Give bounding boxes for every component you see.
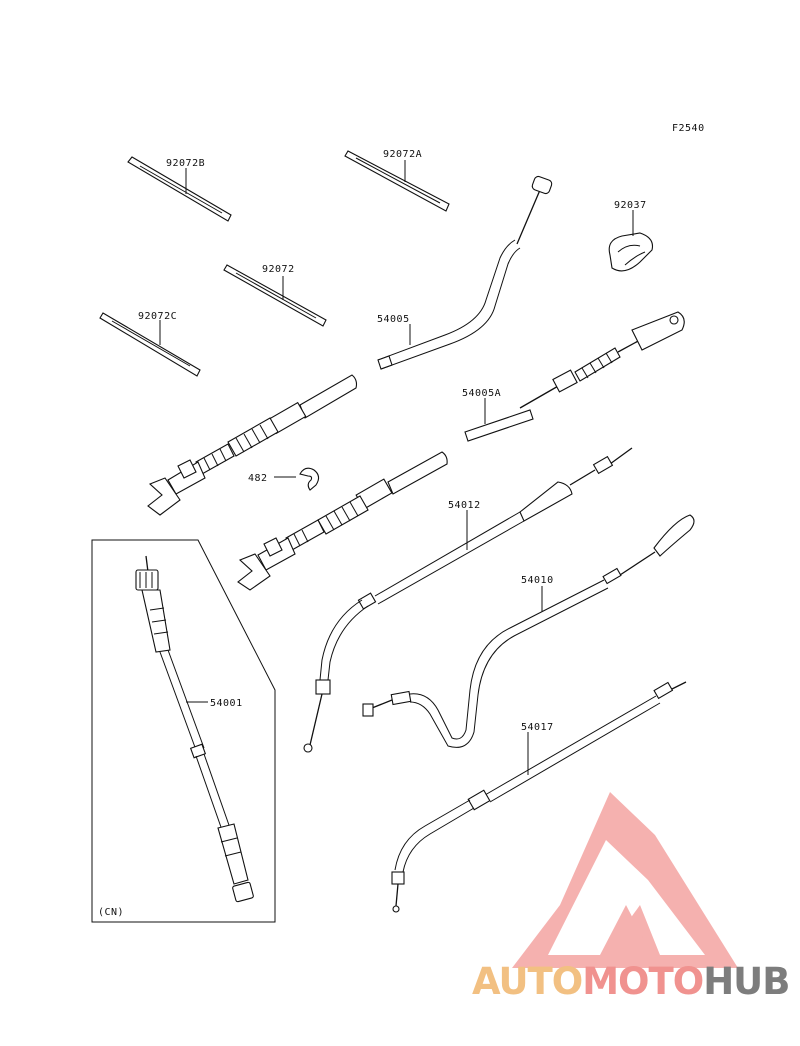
label-54005: 54005 [377, 314, 410, 325]
part-clevis-cable [519, 311, 685, 409]
figure-code: F2540 [672, 123, 705, 134]
label-54001: 54001 [210, 698, 243, 709]
label-92072c: 92072C [138, 311, 177, 322]
part-54012-cable [303, 447, 633, 753]
label-54017: 54017 [521, 722, 554, 733]
part-throttle-cable-upper [147, 374, 358, 516]
region-box [91, 539, 276, 923]
region-label: (CN) [98, 907, 124, 918]
label-482: 482 [248, 473, 268, 484]
part-54005-sleeve [377, 175, 553, 370]
part-482-circlip [299, 467, 320, 491]
part-54010-cable [362, 514, 695, 748]
label-54012: 54012 [448, 500, 481, 511]
part-92072-strap [223, 264, 327, 327]
label-54010: 54010 [521, 575, 554, 586]
part-throttle-cable-lower [237, 451, 448, 591]
watermark-logo-icon [512, 792, 738, 968]
part-92072c-strap [99, 312, 201, 377]
watermark-brand-text: AUTOMOTOHUB [472, 960, 792, 1004]
part-92072a-strap [344, 150, 450, 212]
part-54017-cable [391, 681, 687, 913]
part-54005a-sleeve [464, 398, 534, 442]
part-92072b-strap [127, 156, 232, 222]
label-92037: 92037 [614, 200, 647, 211]
part-92037-clamp [608, 210, 654, 272]
brand-auto: AUTO [472, 960, 583, 1003]
part-54001-speedo-cable [135, 555, 254, 903]
label-92072b: 92072B [166, 158, 205, 169]
brand-hub: HUB [703, 960, 790, 1003]
label-92072: 92072 [262, 264, 295, 275]
label-54005a: 54005A [462, 388, 501, 399]
label-92072a: 92072A [383, 149, 422, 160]
brand-moto: MOTO [582, 960, 704, 1003]
